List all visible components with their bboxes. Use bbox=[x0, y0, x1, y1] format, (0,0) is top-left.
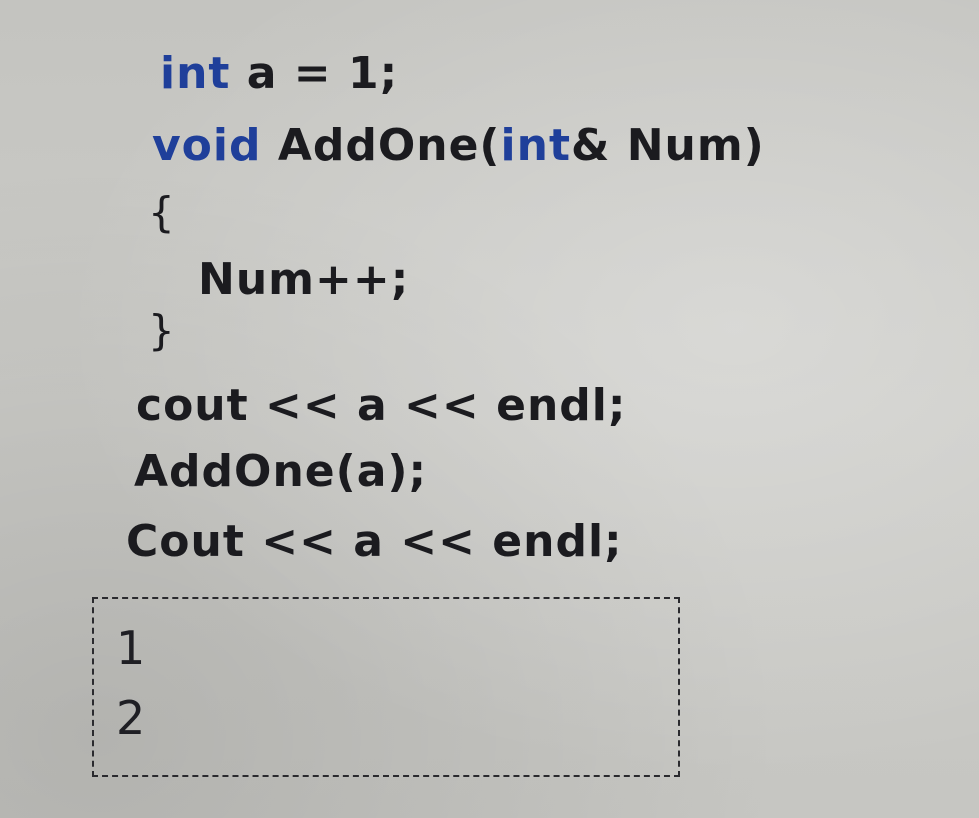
output-console-box: 1 2 bbox=[92, 597, 680, 777]
output-line-1: 1 bbox=[116, 621, 146, 675]
output-line-2: 2 bbox=[116, 691, 146, 745]
code-line-1: int a = 1; bbox=[160, 52, 398, 96]
code-line-6: Cout << a << endl; bbox=[126, 516, 623, 567]
keyword-int-param: int bbox=[500, 120, 571, 171]
code-line-4: cout << a << endl; bbox=[136, 380, 627, 431]
code-line-5: AddOne(a); bbox=[134, 446, 428, 497]
code-line-2: void AddOne(int& Num) bbox=[152, 124, 765, 168]
param-text: & Num) bbox=[571, 120, 765, 171]
function-name: AddOne( bbox=[261, 120, 501, 171]
code-line-3: Num++; bbox=[198, 254, 410, 305]
close-brace: } bbox=[148, 306, 175, 355]
open-brace: { bbox=[148, 188, 175, 237]
code-text: a = 1; bbox=[230, 48, 399, 99]
keyword-int: int bbox=[160, 48, 231, 99]
keyword-void: void bbox=[152, 120, 262, 171]
